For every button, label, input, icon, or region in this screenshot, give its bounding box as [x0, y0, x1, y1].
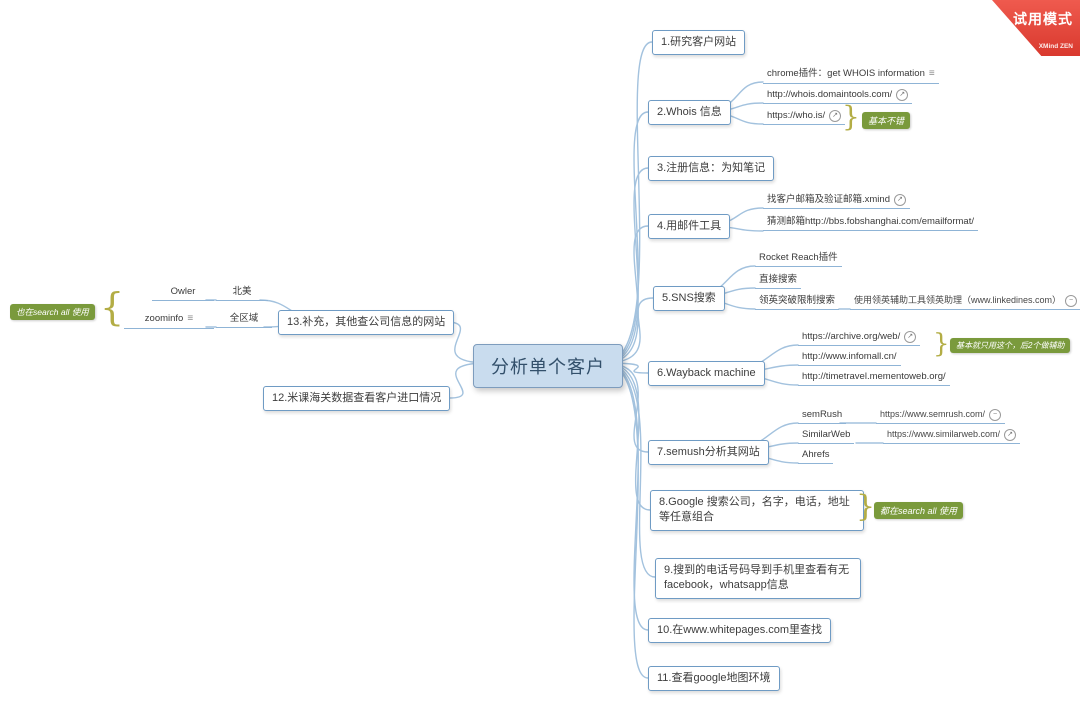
subtopic-archive-org-url[interactable]: https://archive.org/web/↗	[798, 330, 921, 347]
hyperlink-icon[interactable]: ↗	[1004, 429, 1017, 441]
topic-3-registration-info[interactable]: 3.注册信息：为知笔记	[648, 156, 775, 182]
callout-search-all-note[interactable]: 都在search all 使用	[874, 502, 964, 519]
subtopic-direct-search[interactable]: 直接搜索	[755, 273, 802, 290]
leaf-label: Owler	[170, 286, 196, 297]
topic-label: 5.SNS搜索	[662, 292, 716, 304]
leaf-label: https://www.similarweb.com/	[887, 429, 1001, 439]
topic-label: 12.米课海关数据查看客户进口情况	[272, 392, 442, 404]
topic-4-email-tools[interactable]: 4.用邮件工具	[648, 214, 731, 240]
leaf-label: Ahrefs	[802, 449, 830, 460]
topic-12-customs-data-imports[interactable]: 12.米课海关数据查看客户进口情况	[263, 386, 451, 412]
leaf-label: http://www.infomall.cn/	[802, 351, 897, 362]
leaf-label: http://timetravel.mementoweb.org/	[802, 371, 946, 382]
subtopic-chrome-whois-plugin[interactable]: chrome插件：get WHOIS information≡	[763, 67, 939, 84]
topic-8-google-search-combos[interactable]: 8.Google 搜索公司，名字，电话，地址等任意组合	[650, 490, 864, 531]
leaf-label: semRush	[802, 409, 843, 420]
callout-left-search-all-note[interactable]: 也在search all 使用	[10, 304, 95, 320]
topic-label: 9.搜到的电话号码导到手机里查看有无facebook，whatsapp信息	[664, 564, 850, 592]
topic-label: 3.注册信息：为知笔记	[657, 162, 766, 174]
central-topic[interactable]: 分析单个客户	[473, 344, 623, 388]
leaf-label: 使用领英辅助工具领英助理（www.linkedines.com）	[854, 295, 1062, 305]
brace-connector: }	[933, 329, 950, 359]
topic-label: 7.semush分析其网站	[657, 446, 760, 458]
subtopic-rocket-reach-plugin[interactable]: Rocket Reach插件	[755, 251, 842, 268]
subtopic-whois-who-is-url[interactable]: https://who.is/↗	[763, 109, 846, 126]
topic-1-research-client-website[interactable]: 1.研究客户网站	[652, 30, 746, 56]
topic-label: 10.在www.whitepages.com里查找	[657, 624, 823, 636]
leaf-label: Rocket Reach插件	[759, 252, 838, 263]
subtopic-similarweb-url[interactable]: https://www.similarweb.com/↗	[883, 428, 1021, 444]
notes-icon[interactable]: ≡	[928, 68, 935, 79]
callout-wayback-note[interactable]: 基本就只用这个，后2个做辅助	[950, 338, 1071, 353]
topic-label: 13.补充，其他查公司信息的网站	[287, 316, 446, 328]
hyperlink-icon[interactable]: ↗	[896, 89, 909, 101]
notes-icon[interactable]: ≡	[187, 313, 194, 324]
subtopic-zoominfo[interactable]: zoominfo≡	[124, 312, 214, 329]
brace-connector: }	[856, 489, 876, 524]
subtopic-guess-email-fobshanghai[interactable]: 猜测邮箱http://bbs.fobshanghai.com/emailform…	[763, 215, 978, 232]
leaf-label: 北美	[232, 286, 252, 297]
callout-whois-note[interactable]: 基本不错	[862, 112, 911, 129]
hyperlink-icon[interactable]: ↗	[904, 331, 917, 343]
hyperlink-icon[interactable]: ↗	[893, 194, 906, 206]
subtopic-whois-domaintools-url[interactable]: http://whois.domaintools.com/↗	[763, 88, 913, 105]
subtopic-all-regions[interactable]: 全区域	[216, 312, 272, 329]
topic-label: 1.研究客户网站	[661, 36, 737, 48]
topic-9-phone-to-mobile-check[interactable]: 9.搜到的电话号码导到手机里查看有无facebook，whatsapp信息	[655, 558, 861, 599]
hyperlink-icon[interactable]: ↗	[829, 110, 842, 122]
subtopic-infomall-url[interactable]: http://www.infomall.cn/	[798, 350, 901, 367]
leaf-label: https://www.semrush.com/	[880, 409, 986, 419]
leaf-label: http://whois.domaintools.com/	[767, 89, 893, 100]
topic-label: 2.Whois 信息	[657, 106, 722, 118]
topic-10-whitepages-lookup[interactable]: 10.在www.whitepages.com里查找	[648, 618, 832, 644]
leaf-label: 找客户邮箱及验证邮箱.xmind	[767, 194, 890, 205]
topic-label: 11.查看google地图环境	[657, 672, 771, 684]
subtopic-linkedin-assistant-tool[interactable]: 使用领英辅助工具领英助理（www.linkedines.com）−	[850, 294, 1080, 310]
leaf-label: 猜测邮箱http://bbs.fobshanghai.com/emailform…	[767, 216, 974, 227]
leaf-label: https://archive.org/web/	[802, 331, 901, 342]
collapse-icon[interactable]: −	[989, 409, 1002, 421]
topic-label: 6.Wayback machine	[657, 367, 756, 379]
collapse-icon[interactable]: −	[1065, 295, 1078, 307]
subtopic-semrush[interactable]: semRush	[798, 408, 847, 425]
topic-label: 8.Google 搜索公司，名字，电话，地址等任意组合	[659, 496, 850, 524]
subtopic-ahrefs[interactable]: Ahrefs	[798, 448, 834, 465]
brace-connector: {	[100, 285, 125, 329]
topic-11-google-maps-check[interactable]: 11.查看google地图环境	[648, 666, 780, 692]
topic-7-semrush-analyze[interactable]: 7.semush分析其网站	[648, 440, 769, 466]
topic-label: 4.用邮件工具	[657, 220, 722, 232]
leaf-label: SimilarWeb	[802, 429, 851, 440]
subtopic-north-america[interactable]: 北美	[216, 285, 268, 302]
subtopic-timetravel-mementoweb-url[interactable]: http://timetravel.mementoweb.org/	[798, 370, 950, 387]
leaf-label: chrome插件：get WHOIS information	[767, 68, 925, 79]
central-topic-label: 分析单个客户	[491, 357, 605, 377]
subtopic-find-verify-email-xmind[interactable]: 找客户邮箱及验证邮箱.xmind↗	[763, 193, 910, 210]
topic-6-wayback-machine[interactable]: 6.Wayback machine	[648, 361, 765, 387]
leaf-label: 全区域	[229, 313, 259, 324]
xmind-brand-label: XMind ZEN	[1038, 43, 1073, 50]
topic-13-other-company-info-sites[interactable]: 13.补充，其他查公司信息的网站	[278, 310, 455, 336]
subtopic-owler[interactable]: Owler	[152, 285, 214, 302]
topic-2-whois-info[interactable]: 2.Whois 信息	[648, 100, 731, 126]
subtopic-linkedin-limit-bypass-search[interactable]: 领英突破限制搜索	[755, 294, 840, 311]
topic-5-sns-search[interactable]: 5.SNS搜索	[653, 286, 725, 312]
leaf-label: https://who.is/	[767, 110, 826, 121]
brace-connector: }	[842, 100, 860, 133]
subtopic-semrush-url[interactable]: https://www.semrush.com/−	[876, 408, 1006, 424]
trial-mode-label: 试用模式	[1013, 11, 1073, 27]
leaf-label: 直接搜索	[759, 274, 798, 285]
subtopic-similarweb[interactable]: SimilarWeb	[798, 428, 855, 445]
leaf-label: 领英突破限制搜索	[759, 295, 836, 306]
leaf-label: zoominfo	[144, 313, 184, 324]
